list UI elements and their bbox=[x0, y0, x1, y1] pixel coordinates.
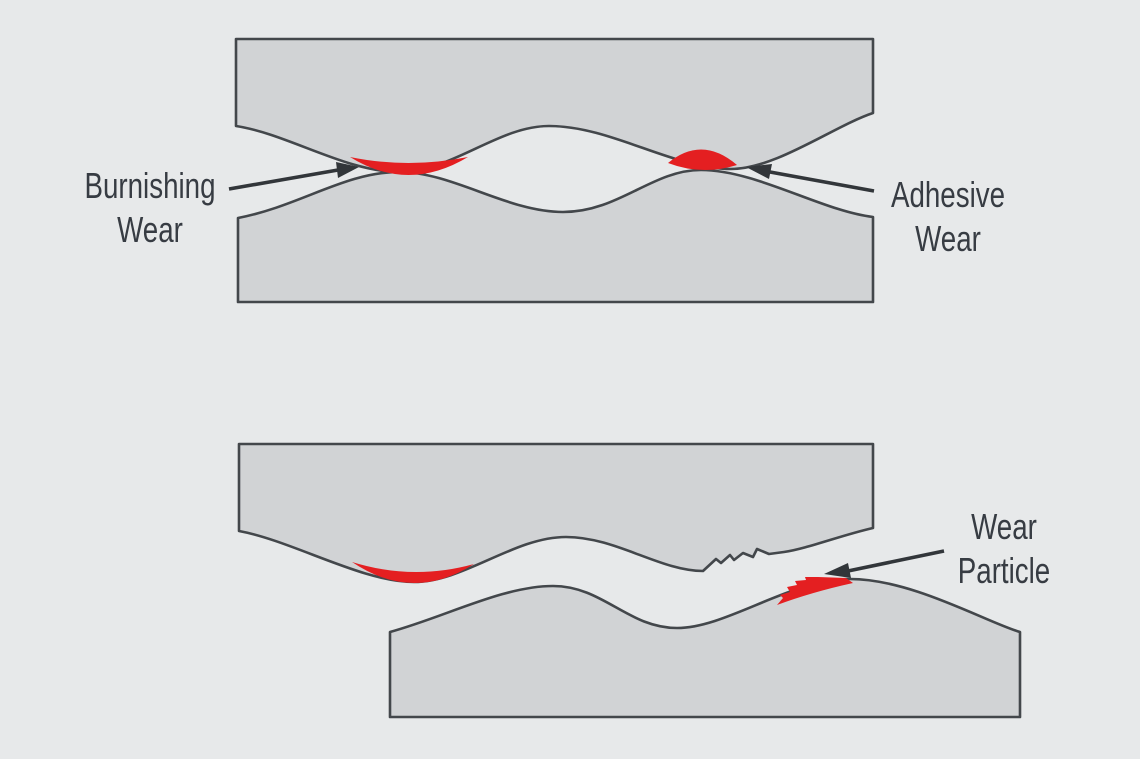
adhesive-arrow-line bbox=[769, 170, 875, 193]
adhesive-wear-label: Adhesive Wear bbox=[891, 173, 1005, 261]
bottom-upper-block bbox=[237, 442, 875, 584]
wear-particle-region bbox=[777, 577, 853, 605]
burnishing-wear-label-line1: Burnishing bbox=[84, 165, 216, 206]
burnishing-wear-label-line2: Wear bbox=[117, 209, 183, 250]
burnishing-arrowhead-icon bbox=[336, 162, 359, 178]
wear-particle-label-line1: Wear bbox=[971, 506, 1037, 547]
burnishing-wear-label: Burnishing Wear bbox=[85, 164, 216, 252]
wear-particle-label: Wear Particle bbox=[958, 505, 1050, 593]
adhesive-wear-label-line2: Wear bbox=[915, 218, 981, 259]
adhesive-wear-label-line1: Adhesive bbox=[890, 174, 1006, 215]
top-diagram bbox=[228, 37, 875, 304]
wear-particle-arrowhead-icon bbox=[824, 563, 851, 578]
top-upper-block bbox=[234, 37, 875, 174]
bottom-burnishing-wear-region bbox=[352, 562, 474, 584]
wear-particle-label-line2: Particle bbox=[957, 550, 1051, 591]
wear-particle-arrow-line bbox=[847, 549, 945, 573]
top-lower-block bbox=[236, 168, 875, 304]
adhesive-wear-region bbox=[668, 149, 737, 171]
bottom-diagram bbox=[237, 442, 1022, 719]
burnishing-arrow-line bbox=[228, 168, 339, 191]
burnishing-wear-region bbox=[350, 157, 468, 175]
adhesive-arrowhead-icon bbox=[746, 164, 772, 179]
bottom-lower-block bbox=[388, 577, 1022, 719]
